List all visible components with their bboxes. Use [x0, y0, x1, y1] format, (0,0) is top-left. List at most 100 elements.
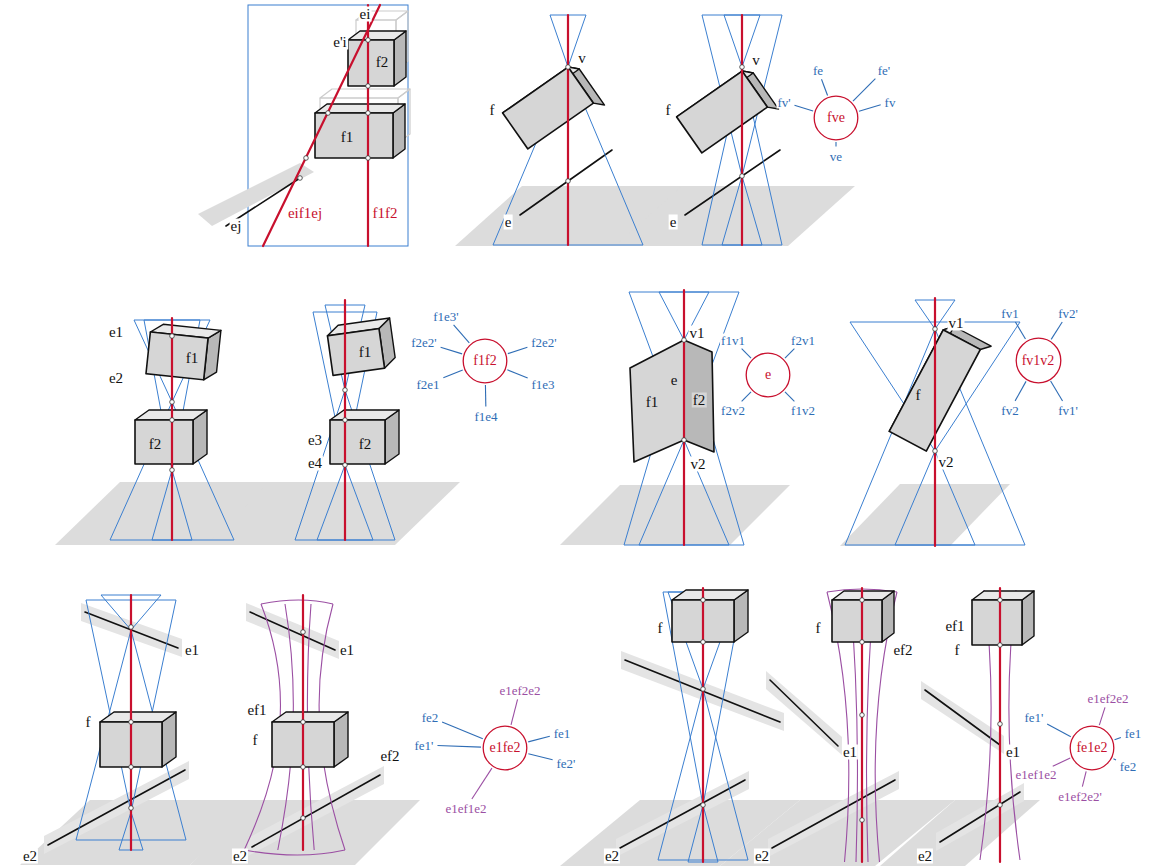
box-top — [330, 410, 399, 420]
figure-label: ef1 — [944, 619, 965, 634]
edge-line — [925, 690, 1000, 745]
box-front — [972, 600, 1022, 645]
box-face — [684, 340, 714, 452]
leader-line — [1053, 758, 1071, 766]
box-top — [100, 712, 176, 722]
point-marker — [998, 598, 1003, 603]
relation-circle: e — [745, 352, 791, 398]
relation-label: fv1 — [1000, 307, 1019, 320]
leader-line — [528, 736, 550, 742]
ruled-surface — [244, 850, 345, 855]
leader-line — [1051, 381, 1063, 401]
relation-name: e — [745, 352, 791, 398]
point-marker — [301, 765, 306, 770]
leader-line — [821, 79, 827, 95]
leader-line — [785, 392, 794, 401]
edge-line — [250, 612, 335, 650]
figure-label: e4 — [307, 456, 323, 471]
edge-line — [252, 775, 380, 847]
box-top — [348, 31, 406, 40]
point-marker — [701, 640, 706, 645]
leader-line — [742, 392, 751, 401]
point-marker — [343, 463, 348, 468]
relation-label: fv' — [776, 96, 791, 109]
point-marker — [860, 818, 865, 823]
point-marker — [301, 816, 306, 821]
point-marker — [933, 327, 938, 332]
edge-line — [520, 150, 612, 215]
point-marker — [129, 720, 134, 725]
leader-line — [507, 370, 527, 378]
figure-label: f2 — [358, 437, 373, 452]
leader-line — [528, 754, 552, 760]
box-front — [146, 332, 208, 380]
leader-line — [442, 722, 483, 739]
leader-line — [1015, 322, 1025, 339]
relation-name: f1f2 — [462, 338, 508, 384]
point-marker — [860, 598, 865, 603]
axis-line — [567, 15, 569, 245]
figure-label: f1 — [358, 345, 373, 360]
ground-plane — [205, 482, 460, 545]
axis-line — [702, 588, 704, 862]
point-marker — [998, 803, 1003, 808]
relation-label: f1e3' — [432, 310, 459, 323]
edge-plane — [248, 766, 384, 856]
relation-label: e1ef2e2 — [498, 684, 541, 697]
figure-label: v2 — [938, 455, 955, 470]
figure-label: eif1ej — [287, 206, 323, 221]
ground-plane — [615, 186, 855, 246]
point-marker — [998, 722, 1003, 727]
relation-label: f2e2' — [410, 336, 437, 349]
point-marker — [682, 338, 687, 343]
figure-label: v2 — [690, 457, 707, 472]
figure-label: f2 — [692, 393, 707, 408]
ghost-box — [320, 89, 410, 98]
leader-line — [1051, 322, 1062, 339]
edge-line — [940, 792, 1020, 842]
figure-label: e2 — [108, 371, 124, 386]
relation-name: fe1e2 — [1069, 725, 1115, 771]
figure-label: ef1 — [246, 703, 267, 718]
figure-label: e2 — [232, 849, 248, 864]
relation-label: f2v1 — [790, 334, 816, 347]
figure-label: e1 — [1005, 745, 1021, 760]
point-marker — [366, 156, 371, 161]
relation-label: fe2 — [421, 711, 440, 724]
relation-label: f2e2' — [530, 336, 557, 349]
edge-line — [48, 770, 185, 845]
box-top — [672, 590, 748, 600]
leader-line — [441, 347, 462, 354]
figure-label: f — [954, 643, 961, 658]
figure-label: ef2 — [379, 749, 400, 764]
edge-plane — [246, 603, 339, 659]
leader-line — [853, 79, 875, 101]
axis-line — [683, 290, 685, 545]
axis-line — [934, 298, 936, 546]
view-frame — [248, 5, 408, 246]
leader-line — [443, 370, 462, 378]
axis-line — [171, 318, 173, 540]
leader-line — [1099, 707, 1105, 725]
point-marker — [129, 765, 134, 770]
point-marker — [301, 630, 306, 635]
leader-line — [742, 349, 751, 358]
point-marker — [301, 720, 306, 725]
figure-label: f1 — [340, 130, 355, 145]
point-marker — [326, 111, 331, 116]
leader-line — [511, 699, 518, 724]
leader-line — [1115, 737, 1121, 739]
axis-line — [263, 5, 380, 246]
figure-label: f — [252, 733, 259, 748]
point-marker — [170, 400, 175, 405]
point-marker — [933, 449, 938, 454]
box-face — [630, 340, 684, 462]
figure-label: f — [915, 388, 922, 403]
point-marker — [566, 65, 571, 70]
figure-label: f1 — [185, 351, 200, 366]
relation-circle: fe1e2 — [1069, 725, 1115, 771]
ground-plane — [560, 485, 790, 545]
point-marker — [701, 598, 706, 603]
